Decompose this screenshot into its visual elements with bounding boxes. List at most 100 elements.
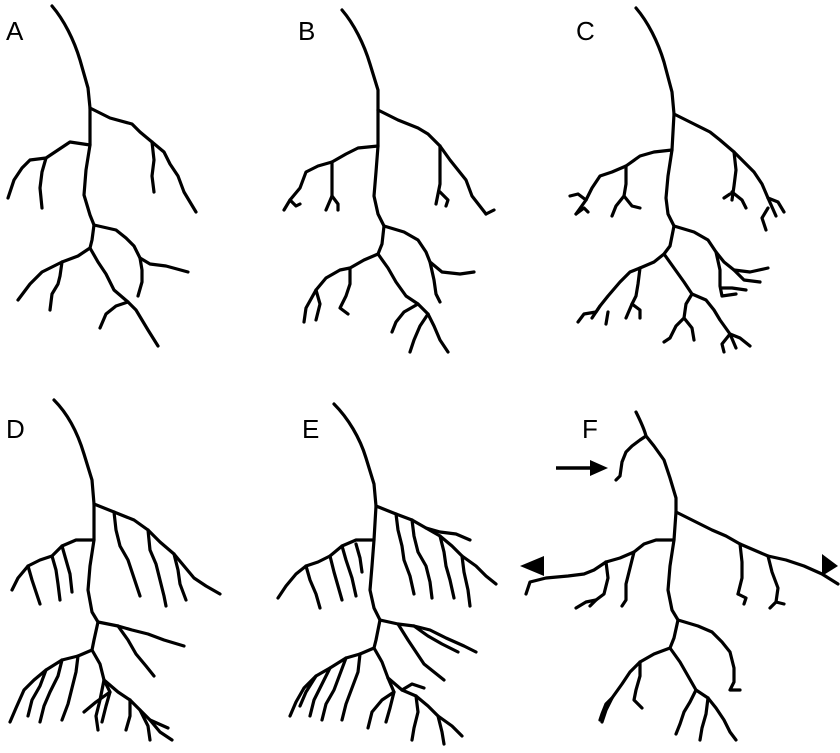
panel-b-tree	[284, 10, 494, 352]
dendrite-branch	[92, 650, 110, 722]
dendrite-branch	[10, 622, 98, 722]
dendrite-branch	[570, 194, 586, 200]
dendrite-branch	[664, 254, 736, 348]
dendrite-branch	[62, 656, 78, 720]
dendrite-branch	[138, 258, 142, 296]
dendrite-branch	[326, 162, 332, 210]
dendrite-branch	[278, 540, 374, 598]
dendrite-branch	[676, 690, 696, 734]
dendrite-branch	[376, 506, 496, 584]
dendrite-branch	[674, 226, 768, 272]
dendrite-branch	[148, 530, 166, 606]
dendrite-branch	[94, 504, 220, 594]
dendrite-branch	[700, 698, 708, 740]
dendrite-branch	[678, 620, 740, 690]
panel-label-c: C	[576, 16, 595, 46]
panel-e-tree	[278, 404, 496, 744]
dendrite-branch	[152, 142, 154, 192]
left-triangle-marker	[520, 556, 544, 576]
dendrite-branch	[388, 678, 462, 736]
dendrite-branch	[722, 288, 746, 290]
dendrite-branch	[606, 312, 608, 324]
dendrite-branch	[114, 512, 140, 596]
dendrite-branch	[624, 196, 640, 208]
dendrite-branch	[62, 546, 72, 592]
dendrite-branch	[342, 546, 356, 596]
dendrite-branch	[374, 648, 394, 722]
dendrite-branch	[378, 110, 486, 214]
dendrite-branch	[392, 304, 418, 332]
panel-a-tree	[8, 6, 196, 346]
dendrite-branch	[342, 10, 384, 226]
dendrite-branch	[674, 114, 776, 216]
panel-f-tree	[526, 412, 838, 740]
dendrite-branch	[334, 404, 380, 620]
panel-c: C	[570, 8, 784, 352]
dendrite-branch	[40, 660, 62, 722]
dendrite-branch	[612, 166, 626, 216]
dendrite-branch	[28, 566, 40, 604]
dendrite-branch	[52, 6, 94, 225]
dendrite-branch	[412, 520, 432, 598]
dendrite-branch	[578, 306, 600, 322]
dendrite-branch	[40, 158, 46, 208]
panel-label-e: E	[302, 414, 319, 444]
dendrite-branch	[636, 8, 674, 226]
panel-b: B	[284, 10, 494, 352]
panel-label-f: F	[582, 414, 598, 444]
dendrite-branch	[90, 108, 196, 212]
dendrite-branch	[632, 304, 640, 318]
right-triangle-marker	[822, 554, 838, 576]
panel-c-tree	[570, 8, 784, 352]
dendrite-branch	[646, 436, 678, 620]
dendrite-branch	[724, 194, 730, 198]
panel-f: F	[520, 412, 838, 740]
dendrite-branch	[738, 594, 746, 604]
dendrite-branch	[616, 412, 646, 480]
dendrite-branch	[676, 512, 838, 584]
panel-label-b: B	[298, 16, 315, 46]
dendrite-branch	[410, 314, 428, 352]
dendrite-branch	[462, 556, 470, 606]
dendrite-branch	[100, 302, 128, 328]
dendrite-branch	[440, 192, 448, 206]
dendrite-branch	[340, 268, 350, 314]
dendrite-branch	[486, 210, 494, 214]
dendrite-branch	[412, 696, 418, 740]
dendrite-branch	[426, 528, 470, 540]
dendrite-branch	[722, 334, 730, 352]
panel-d: D	[6, 400, 220, 740]
panel-label-a: A	[6, 16, 24, 46]
dendrite-branch	[150, 720, 172, 740]
dendrite-branch	[762, 208, 768, 230]
dendrite-branch	[738, 544, 742, 594]
dendrite-branch	[290, 200, 300, 206]
dendrite-branch	[50, 262, 62, 310]
dendrite-branch	[664, 294, 692, 342]
dendrite-branch	[8, 142, 90, 198]
dendrite-branch	[330, 556, 342, 600]
right-arrow-marker	[556, 460, 608, 476]
panel-d-tree	[10, 400, 220, 740]
dendrite-branch	[54, 400, 98, 622]
dendrite-branch	[436, 146, 440, 204]
panel-e: E	[278, 404, 496, 744]
dendrite-branch	[732, 192, 746, 208]
dendrite-branch	[526, 540, 674, 594]
dendrite-branch	[126, 700, 130, 730]
panel-a: A	[6, 6, 196, 346]
dendrite-branch	[402, 684, 424, 690]
dendrite-branch	[576, 150, 672, 214]
dendrite-branch	[622, 552, 634, 606]
dendrite-branch	[576, 562, 608, 608]
dendrite-branch	[104, 680, 168, 728]
panel-label-d: D	[6, 414, 25, 444]
dendrite-branch	[316, 290, 320, 320]
dendrite-branch	[384, 226, 474, 274]
dendrite-branch	[684, 318, 694, 340]
dendrite-branch	[52, 556, 60, 600]
dendrite-branch	[356, 544, 362, 572]
dendrite-branch	[98, 622, 184, 646]
dendrite-branch	[304, 226, 384, 322]
